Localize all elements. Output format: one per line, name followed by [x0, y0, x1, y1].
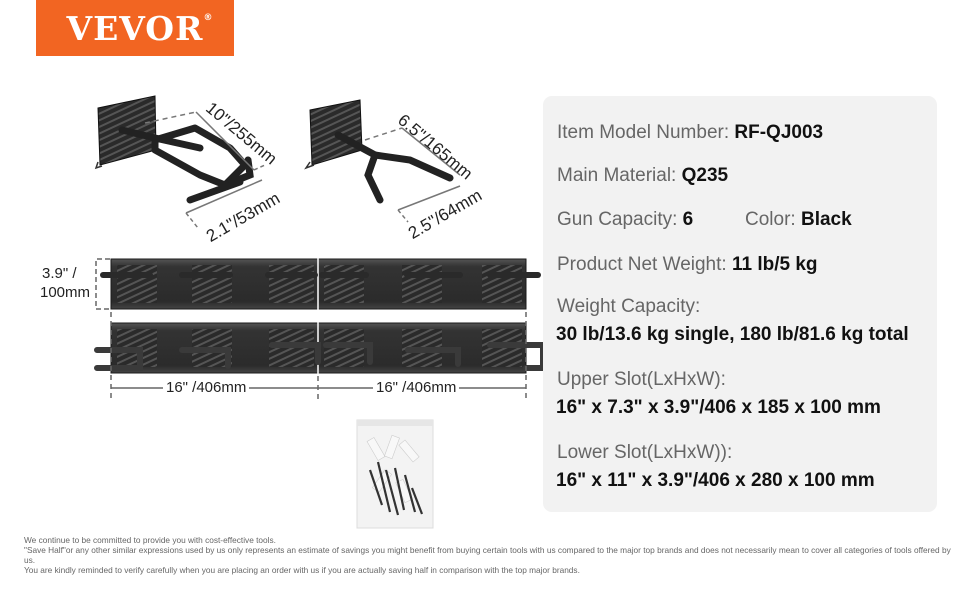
logo-text: VEVOR® — [66, 8, 214, 48]
net-weight-row: Product Net Weight: 11 lb/5 kg — [557, 254, 818, 275]
net-weight-value: 11 lb/5 kg — [731, 254, 818, 275]
rack-width-left-label: 16" /406mm — [163, 379, 250, 396]
short-hook-illustration — [304, 99, 461, 223]
color-value: Black — [800, 209, 852, 230]
hardware-bag-illustration — [356, 419, 434, 529]
upper-slot-value: 16" x 7.3" x 3.9"/406 x 185 x 100 mm — [556, 397, 881, 418]
lower-slot-value: 16" x 11" x 3.9"/406 x 280 x 100 mm — [556, 470, 875, 491]
weight-capacity-value: 30 lb/13.6 kg single, 180 lb/81.6 kg tot… — [556, 324, 909, 345]
height-dimension — [95, 258, 110, 310]
weight-capacity-label: Weight Capacity: — [557, 296, 701, 317]
registered-mark: ® — [203, 12, 214, 23]
model-number-value: RF-QJ003 — [734, 122, 824, 143]
disclaimer-text: We continue to be committed to provide y… — [24, 535, 951, 575]
long-hook-illustration — [94, 95, 266, 229]
model-number-row: Item Model Number: RF-QJ003 — [557, 122, 824, 143]
vevor-logo: VEVOR® — [36, 0, 234, 56]
color-row: Color: Black — [745, 209, 852, 230]
upper-rack-illustration — [100, 256, 541, 312]
specifications-card: Item Model Number: RF-QJ003 Main Materia… — [543, 96, 937, 512]
material-value: Q235 — [681, 165, 729, 186]
rack-width-right-label: 16" /406mm — [373, 379, 460, 396]
rack-height-label: 3.9" / 100mm — [40, 265, 91, 301]
lower-rack-illustration — [94, 320, 546, 376]
gun-capacity-row: Gun Capacity: 6 — [557, 209, 694, 230]
product-diagram: 10"/255mm 2.1"/53mm 6.5"/165mm 2.5"/64mm… — [40, 95, 546, 529]
gun-capacity-value: 6 — [682, 209, 694, 230]
lower-slot-label: Lower Slot(LxHxW)): — [557, 442, 733, 463]
upper-slot-label: Upper Slot(LxHxW): — [557, 369, 726, 390]
main-material-row: Main Material: Q235 — [557, 165, 729, 186]
